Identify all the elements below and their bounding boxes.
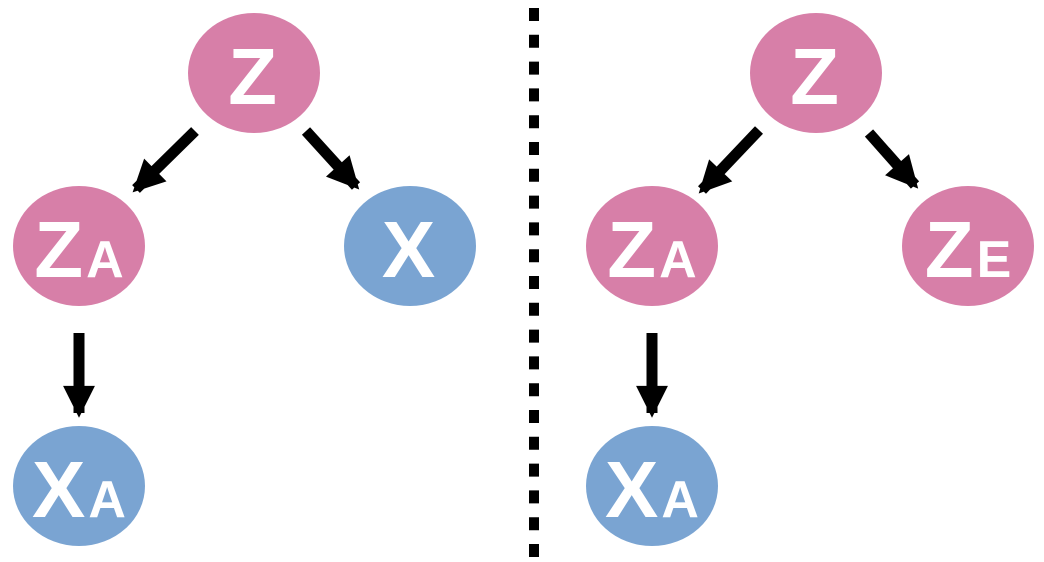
node-left-zA: zA <box>13 186 145 306</box>
node-left-zA-main: z <box>34 205 84 294</box>
node-right-xA-sub: A <box>661 471 699 529</box>
node-right-zA-main: z <box>607 205 657 294</box>
node-right-z: z <box>750 13 882 133</box>
node-right-zE: zE <box>902 186 1034 306</box>
node-right-zE-label: zE <box>925 210 1012 290</box>
node-left-z-label: z <box>228 37 280 117</box>
node-left-x-label: x <box>382 210 438 290</box>
node-left-xA-sub: A <box>88 471 126 529</box>
node-left-xA-label: xA <box>32 450 126 530</box>
node-left-z: z <box>188 13 320 133</box>
node-left-x-main: x <box>381 205 436 294</box>
node-left-x: x <box>344 186 476 306</box>
node-right-xA-main: x <box>605 445 659 534</box>
arrow-right-z-to-zA <box>698 126 763 194</box>
arrow-right-z-to-zE <box>864 129 920 189</box>
node-right-xA-label: xA <box>605 450 699 530</box>
node-left-z-main: z <box>228 32 277 121</box>
node-right-zE-main: z <box>924 205 974 294</box>
node-right-zE-sub: E <box>976 231 1012 289</box>
node-right-zA: zA <box>586 186 718 306</box>
arrow-left-z-to-x <box>301 127 361 190</box>
node-left-zA-label: zA <box>34 210 123 290</box>
node-left-xA: xA <box>13 426 145 546</box>
node-right-zA-label: zA <box>607 210 696 290</box>
node-left-zA-sub: A <box>86 231 124 289</box>
node-right-z-main: z <box>790 32 839 121</box>
node-left-xA-main: x <box>32 445 86 534</box>
node-right-xA: xA <box>586 426 718 546</box>
node-right-z-label: z <box>790 37 842 117</box>
arrow-left-z-to-zA <box>132 127 199 193</box>
node-right-zA-sub: A <box>659 231 697 289</box>
